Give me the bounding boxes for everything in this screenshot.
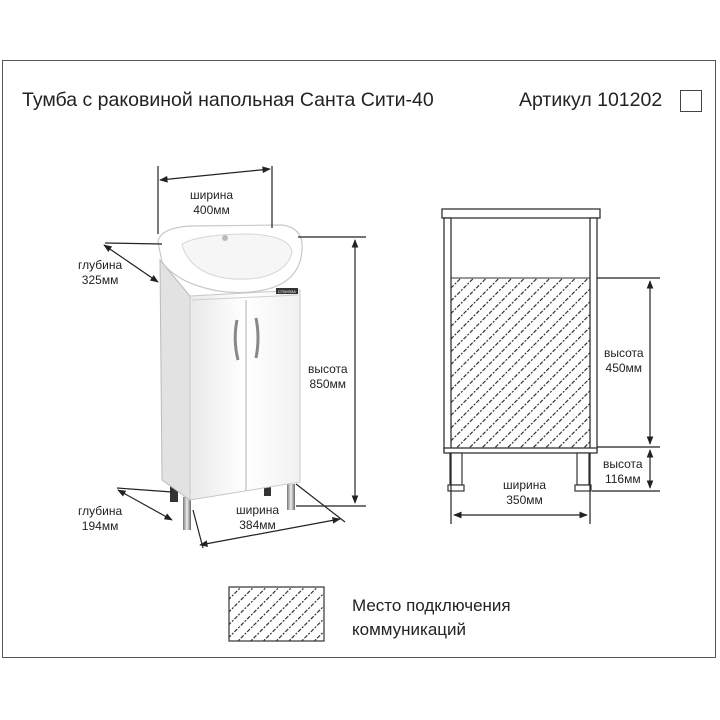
legend-text: Место подключения коммуникаций <box>352 594 511 642</box>
legend-line-1: Место подключения <box>352 596 511 615</box>
left-handle <box>233 319 240 361</box>
cabinet-illustration: СТВУВЗА <box>157 224 303 530</box>
schematic-view <box>441 208 601 492</box>
faucet-hole <box>222 235 228 241</box>
rear-left-leg <box>170 478 178 502</box>
schematic-right-panel <box>589 217 598 452</box>
legs-height-dimension <box>592 449 660 492</box>
front-left-leg <box>183 497 191 530</box>
height-dimension <box>296 236 366 507</box>
cabinet-side <box>159 258 191 501</box>
product-title: Тумба с раковиной напольная Санта Сити-4… <box>22 89 434 111</box>
zone-height-dimension <box>597 277 660 448</box>
diagram-frame <box>2 60 716 658</box>
schematic-left-leg <box>449 452 463 486</box>
svg-text:СТВУВЗА: СТВУВЗА <box>278 289 296 294</box>
schematic-width-dimension <box>450 453 591 524</box>
depth-bottom-dimension <box>116 487 173 521</box>
brand-plate <box>276 288 298 294</box>
schematic-bottom <box>443 447 598 454</box>
right-handle <box>254 317 260 359</box>
schematic-left-panel <box>443 217 452 452</box>
cabinet-front <box>189 289 301 501</box>
schematic-countertop <box>441 208 601 219</box>
schematic-right-leg <box>576 452 590 486</box>
front-right-leg <box>287 484 295 510</box>
select-checkbox[interactable] <box>680 90 702 112</box>
depth-top-dimension <box>103 242 163 283</box>
connection-zone <box>450 277 591 449</box>
legend-line-2: коммуникаций <box>352 620 467 639</box>
width-bottom-dimension <box>192 483 346 549</box>
width-top-dimension <box>157 166 273 234</box>
article-number: Артикул 101202 <box>519 89 663 111</box>
legend-swatch <box>228 586 325 642</box>
